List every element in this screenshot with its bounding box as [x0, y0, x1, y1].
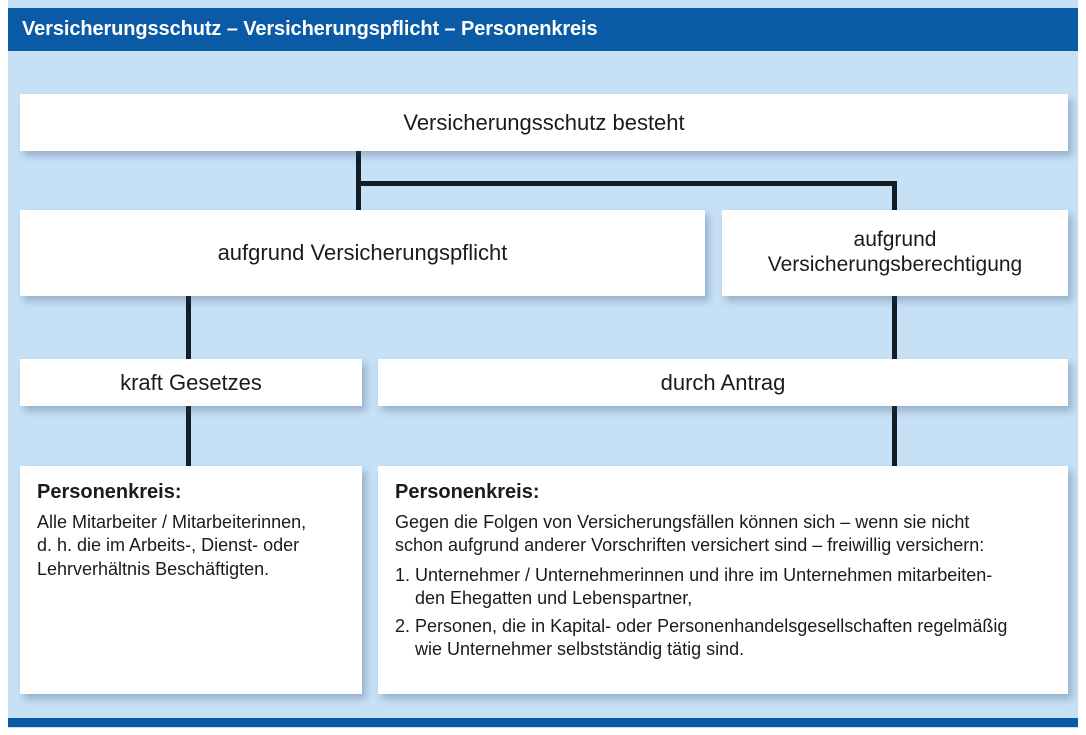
connector-to-branch-left [356, 181, 361, 211]
node-leaf-left[interactable]: kraft Gesetzes [20, 359, 362, 406]
node-branch-left-label: aufgrund Versicherungspflicht [217, 240, 508, 266]
detail-right-item-1-line-2: den Ehegatten und Lebenspartner, [415, 588, 693, 609]
detail-right-list: Unternehmer / Unternehmerinnen und ihre … [395, 564, 1052, 662]
page-title: Versicherungsschutz – Versicherungspflic… [22, 18, 598, 40]
node-leaf-right-label: durch Antrag [660, 369, 786, 395]
detail-left-line-2: d. h. die im Arbeits-, Dienst- oder [37, 535, 300, 556]
detail-right-intro-line-1: Gegen die Folgen von Versicherungsfällen… [395, 512, 970, 532]
connector-branch-left-to-leaf-left [186, 296, 191, 360]
detail-right-intro-line-2: schon aufgrund anderer Vorschriften vers… [395, 535, 985, 556]
detail-right-list-item: Personen, die in Kapital- oder Personenh… [395, 615, 1052, 662]
node-root[interactable]: Versicherungsschutz besteht [20, 94, 1068, 151]
detail-right-item-1-line-1: Unternehmer / Unternehmerinnen und ihre … [415, 564, 993, 585]
detail-box-right[interactable]: Personenkreis: Gegen die Folgen von Vers… [378, 466, 1068, 694]
detail-right-item-2-line-2: wie Unternehmer selbstständig tätig sind… [415, 638, 745, 659]
detail-right-list-item: Unternehmer / Unternehmerinnen und ihre … [395, 564, 1052, 611]
connector-leaf-right-to-detail-right [892, 405, 897, 467]
node-root-label: Versicherungsschutz besteht [403, 109, 685, 135]
detail-left-heading: Personenkreis: [37, 481, 182, 503]
detail-box-left[interactable]: Personenkreis: Alle Mitarbeiter / Mitarb… [20, 466, 362, 694]
footer-bar [8, 718, 1078, 727]
node-branch-right-line2: Versicherungsberechtigung [767, 253, 1023, 276]
connector-branch-right-to-leaf-right [892, 296, 897, 360]
node-branch-right-line1: aufgrund [853, 228, 937, 252]
node-leaf-right[interactable]: durch Antrag [378, 359, 1068, 406]
detail-right-item-2-line-1: Personen, die in Kapital- oder Personenh… [415, 615, 1008, 636]
connector-horizontal-split [356, 181, 897, 186]
detail-right-heading: Personenkreis: [395, 481, 540, 503]
node-branch-left[interactable]: aufgrund Versicherungspflicht [20, 210, 705, 296]
detail-left-line-1: Alle Mitarbeiter / Mitarbeiterinnen, [37, 512, 307, 532]
detail-left-body: Alle Mitarbeiter / Mitarbeiterinnen, d. … [37, 511, 346, 581]
node-branch-right[interactable]: aufgrund Versicherungsberechtigung [722, 210, 1068, 296]
connector-to-branch-right [892, 181, 897, 211]
detail-left-line-3: Lehrverhältnis Beschäftigten. [37, 558, 270, 579]
connector-leaf-left-to-detail-left [186, 405, 191, 467]
node-branch-right-label: aufgrund Versicherungsberechtigung [768, 228, 1023, 278]
detail-right-intro: Gegen die Folgen von Versicherungsfällen… [395, 511, 1052, 558]
header-bar: Versicherungsschutz – Versicherungspflic… [8, 8, 1078, 51]
node-leaf-left-label: kraft Gesetzes [120, 369, 262, 395]
connector-root-down [356, 150, 361, 190]
